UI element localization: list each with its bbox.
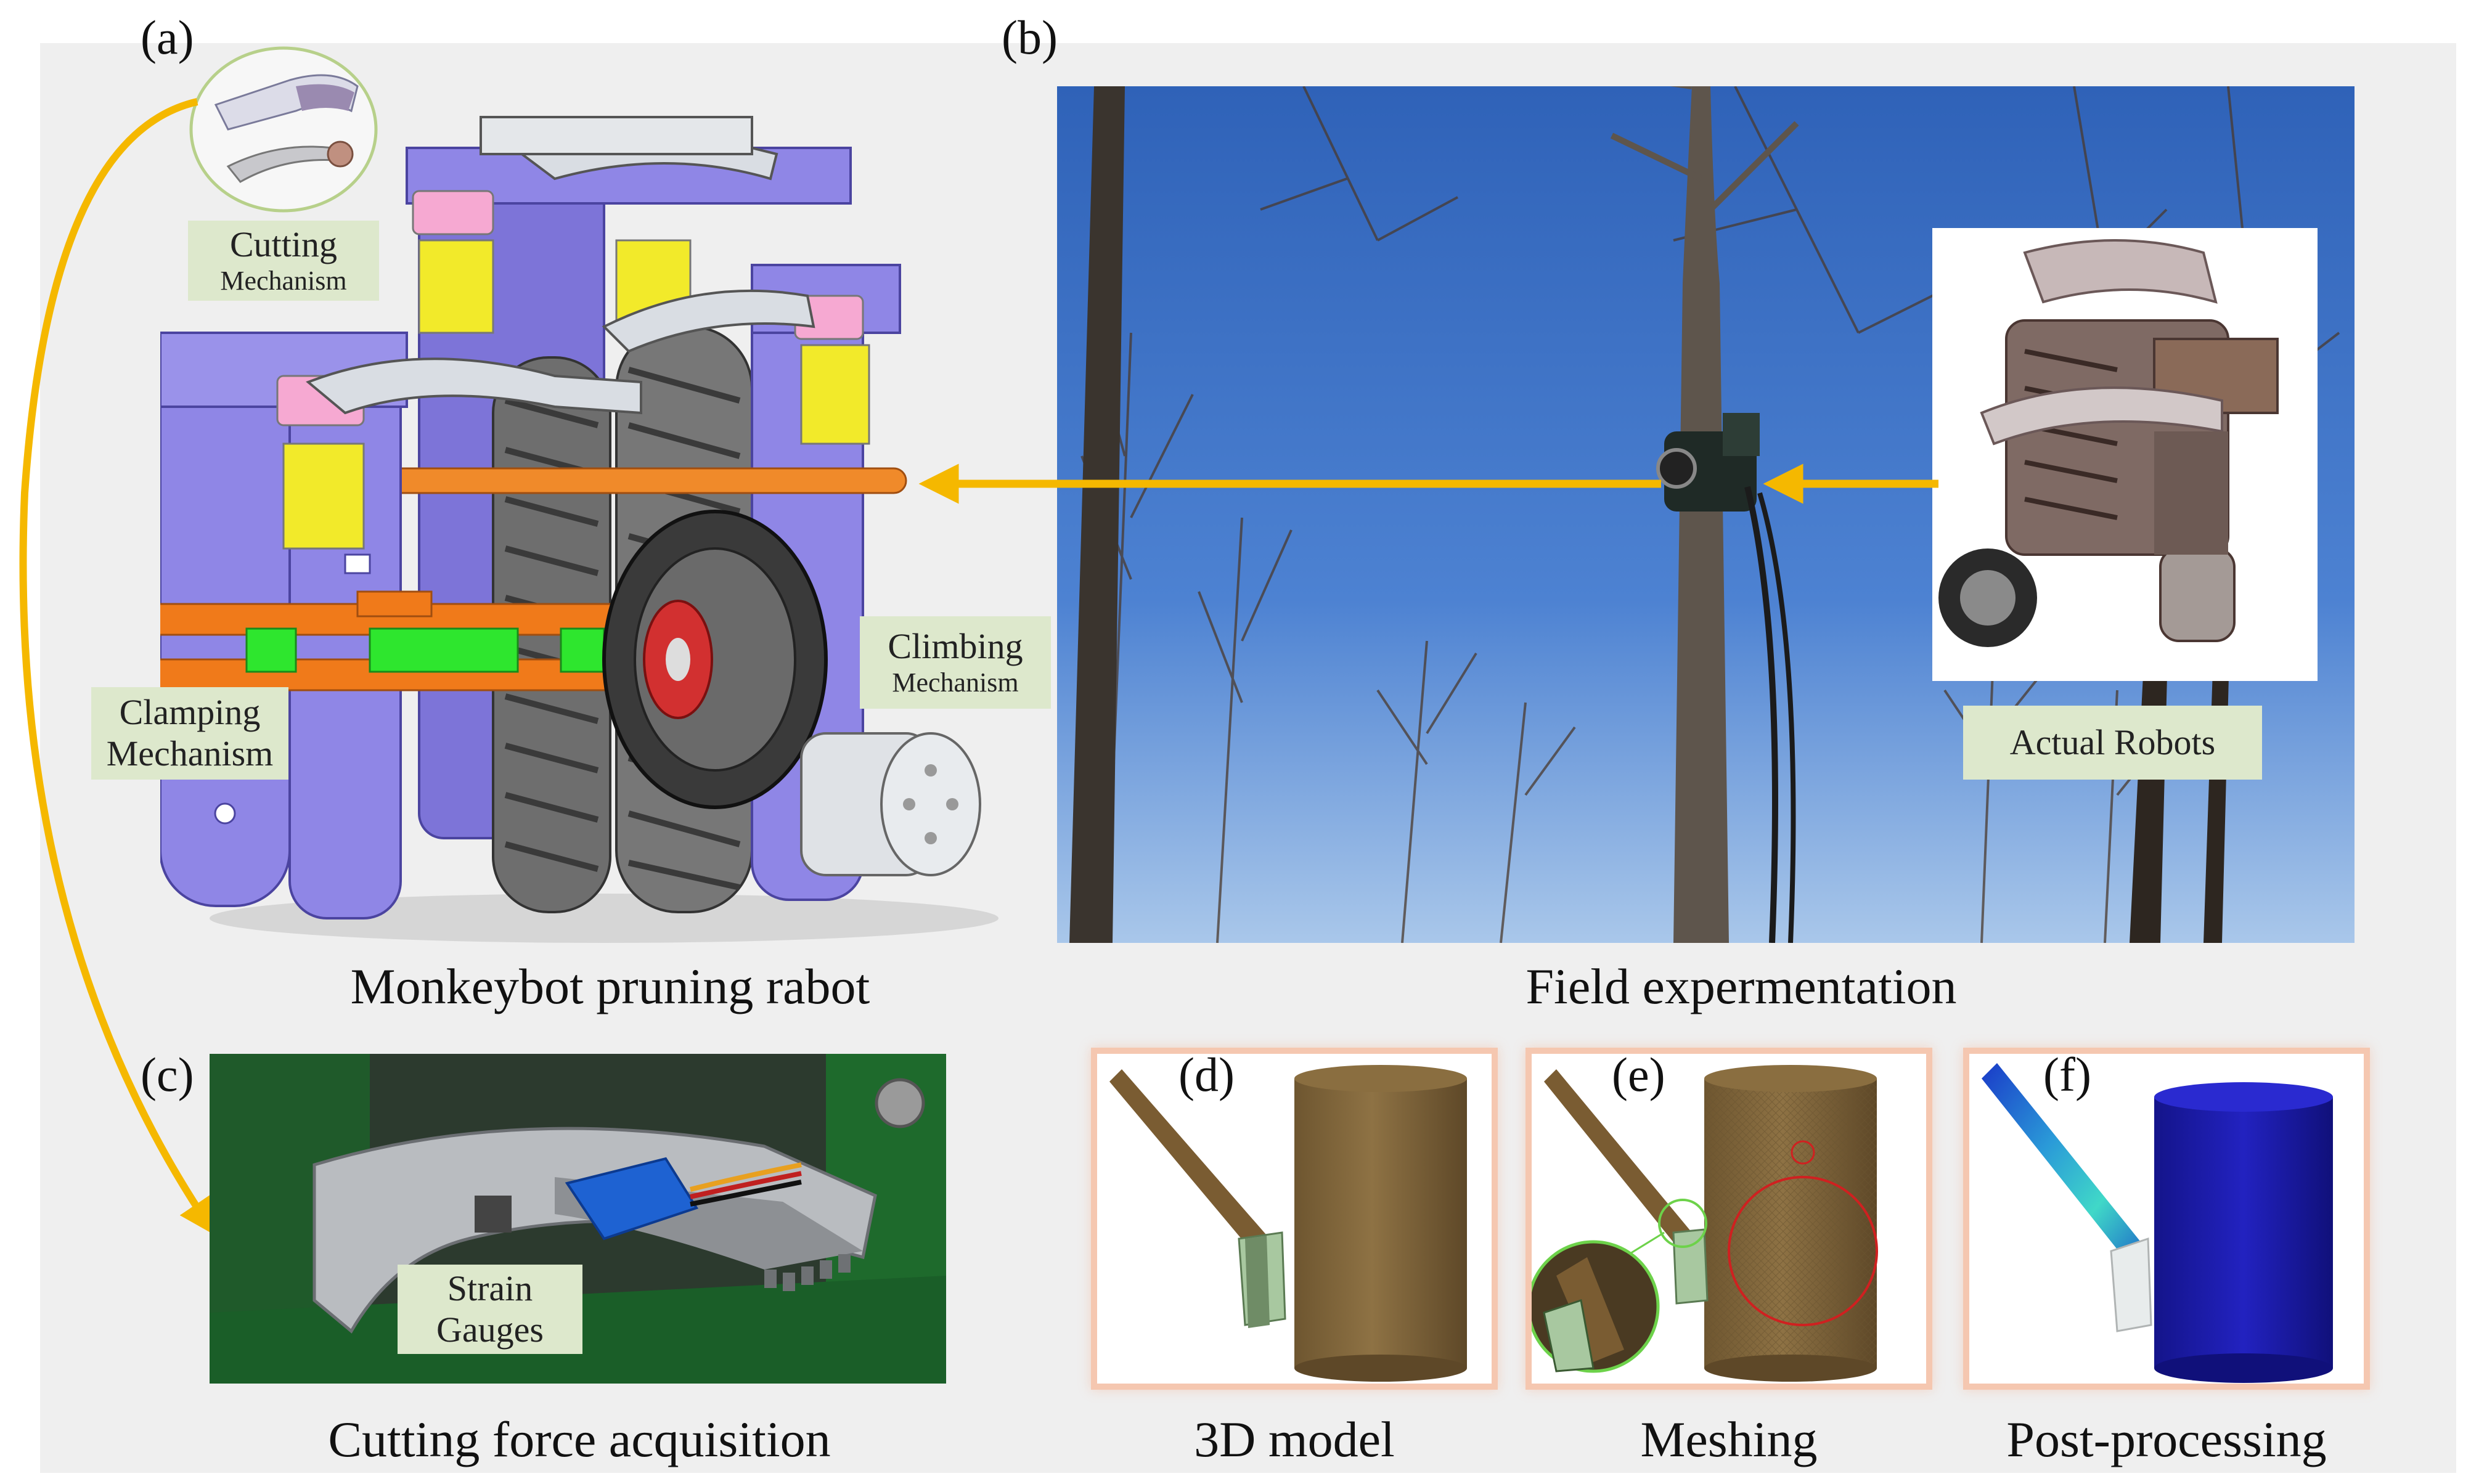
climbing-mechanism-tag: Climbing Mechanism	[860, 616, 1051, 709]
clamping-mechanism-tag: Clamping Mechanism	[91, 687, 288, 780]
mesh-model-drawing	[1532, 1065, 1878, 1382]
panel-label-d: (d)	[1178, 1048, 1235, 1101]
panel-label-c: (c)	[141, 1048, 194, 1101]
climbing-mechanism-line1: Climbing	[888, 626, 1023, 667]
caption-d: 3D model	[1194, 1411, 1395, 1467]
panel-e-frame	[1525, 1048, 1932, 1390]
panel-d-frame	[1091, 1048, 1498, 1390]
strain-gauges-line2: Gauges	[436, 1309, 544, 1350]
cutting-mechanism-line1: Cutting	[229, 224, 338, 265]
panel-label-e: (e)	[1612, 1048, 1665, 1101]
cutting-mechanism-tag: Cutting Mechanism	[188, 221, 379, 301]
strain-gauges-line1: Strain	[447, 1268, 533, 1308]
actual-robots-tag: Actual Robots	[1963, 706, 2262, 780]
actual-robots-label: Actual Robots	[2009, 722, 2216, 762]
panel-label-a: (a)	[141, 10, 194, 64]
caption-f: Post-processing	[2006, 1411, 2327, 1467]
monkeybot-cad-drawing	[160, 116, 999, 943]
tree-3d-model-drawing	[1109, 1065, 1467, 1382]
panel-label-b: (b)	[1002, 10, 1058, 64]
caption-c: Cutting force acquisition	[328, 1411, 831, 1467]
post-processing-result-drawing	[1982, 1063, 2333, 1383]
caption-e: Meshing	[1640, 1411, 1818, 1467]
cutting-mechanism-line2: Mechanism	[220, 266, 347, 296]
strain-gauges-tag: Strain Gauges	[398, 1265, 582, 1354]
panel-label-f: (f)	[2043, 1048, 2091, 1101]
caption-b: Field expermentation	[1525, 958, 1957, 1014]
cutting-blade-inset-icon	[189, 46, 378, 213]
clamping-mechanism-line1: Clamping	[119, 692, 261, 733]
actual-robot-photo	[1932, 228, 2318, 681]
caption-a: Monkeybot pruning rabot	[350, 958, 870, 1014]
clamping-mechanism-line2: Mechanism	[106, 733, 274, 773]
panel-f-frame	[1963, 1048, 2370, 1390]
climbing-mechanism-line2: Mechanism	[892, 667, 1019, 698]
